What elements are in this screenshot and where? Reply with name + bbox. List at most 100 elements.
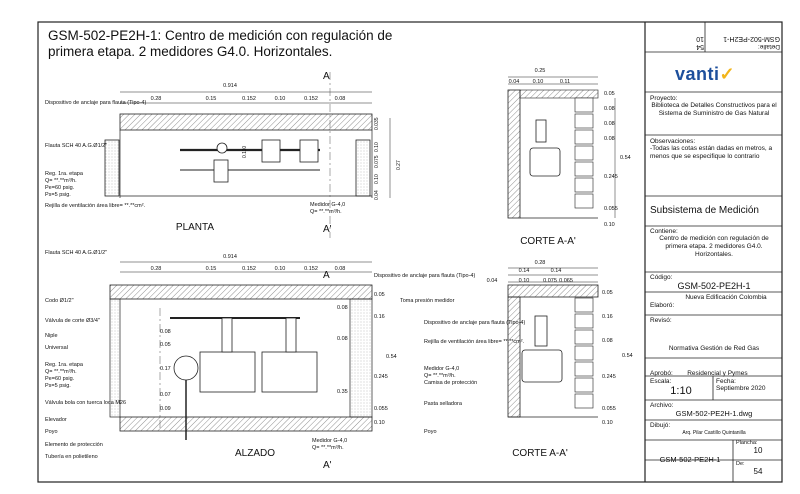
vanti-logo: vanti✓ [675,64,736,84]
svg-text:0.10: 0.10 [602,420,613,426]
aprobo-section: Aprobó: Residencial y Pymes [650,362,778,380]
svg-text:0.54: 0.54 [622,353,633,359]
svg-text:Ps=5 psig.: Ps=5 psig. [45,383,71,389]
escala-label: Escala: [650,378,672,385]
label-medidor-section: Medidor G-4,0 [424,366,459,372]
dim-seg-6: 0.08 [335,96,346,102]
svg-text:0.055: 0.055 [602,406,616,412]
section-marker-aprime-elev: A' [323,460,332,471]
svg-text:0.35: 0.35 [337,389,348,395]
contiene-value: Centro de medición con regulación de pri… [659,235,769,258]
svg-text:0.08: 0.08 [604,121,615,127]
archivo-section: Archivo: GSM-502-PE2H-1.dwg [650,402,778,418]
svg-text:0.075: 0.075 [543,278,557,284]
label-tuberia: Tubería en polietileno [45,454,98,460]
plan-vertical-dims: 0.035 0.10 0.075 0.10 0.27 0.04 0.110 [242,117,402,200]
label-camisa: Camisa de protección [424,380,477,386]
label-reg-plan: Reg. 1ra. etapa [45,171,84,177]
dim-side-top: 0.25 [535,68,546,74]
svg-text:0.16: 0.16 [374,314,385,320]
svg-text:0.05: 0.05 [160,342,171,348]
svg-text:0.05: 0.05 [604,91,615,97]
dim-side-top2: 0.28 [535,260,546,266]
svg-text:0.075: 0.075 [374,155,380,168]
svg-text:0.04: 0.04 [374,190,380,200]
label-universal: Universal [45,345,68,351]
section-top-view [507,76,616,219]
label-elemento-proteccion: Elemento de protección [45,442,103,448]
plan-view-title: PLANTA [176,222,214,233]
svg-text:0.055: 0.055 [374,406,388,412]
svg-text:0.28: 0.28 [151,266,162,272]
dim-seg-4: 0.10 [275,96,286,102]
fecha-section: Fecha: Septiembre 2020 [716,378,780,393]
fecha-label: Fecha: [716,378,736,385]
label-flauta-elev: Flauta SCH 40 A.G.Ø1/2" [45,250,107,256]
codigo-section: Código: GSM-502-PE2H-1 [650,274,778,291]
archivo-label: Archivo: [650,402,674,409]
subsistema-title: Subsistema de Medición [650,205,759,216]
observaciones-value: -Todas las cotas están dadas en metros, … [650,145,773,160]
elaboro-section: Elaboró: Nueva Edificación Colombia [650,294,778,312]
section-top-right-dims: 0.05 0.08 0.08 0.08 0.54 0.245 0.055 0.1… [604,91,631,228]
svg-text:0.110: 0.110 [242,146,248,158]
aprobo-value: Residencial y Pymes [687,370,748,377]
label-medidor-plan: Medidor G-4,0 [310,202,345,208]
codigo-value: GSM-502-PE2H-1 [677,281,751,291]
svg-text:0.54: 0.54 [620,155,631,161]
dim-total-width-elev: 0.914 [223,254,237,260]
label-codo: Codo Ø1/2" [45,298,74,304]
section-marker-a-plan: A [323,71,330,82]
svg-text:0.11: 0.11 [560,79,570,85]
svg-text:0.08: 0.08 [337,336,348,342]
footer-plancha: Plancha: 10 [736,440,763,455]
svg-text:0.08: 0.08 [604,136,615,142]
label-valvula-bola: Válvula bola con tuerca loca M26 [45,400,126,406]
svg-text:0.09: 0.09 [160,406,171,412]
title-block-grid [645,22,782,482]
label-ps-plan: Ps=5 psig. [45,192,71,198]
dim-seg-5: 0.152 [304,96,318,102]
contiene-section: Contiene: Centro de medición con regulac… [650,228,778,259]
svg-text:0.08: 0.08 [337,305,348,311]
label-poyo-section: Poyo [424,429,437,435]
label-anclaje-elev: Dispositivo de anclaje para flauta (Tipo… [374,273,475,279]
svg-text:0.10: 0.10 [374,142,380,152]
svg-text:0.10: 0.10 [604,222,615,228]
plan-view [104,72,391,238]
svg-text:0.035: 0.035 [374,117,380,130]
section-bottom-title: CORTE A-A' [512,448,568,459]
footer-code: GSM-502-PE2H-1 [659,455,721,464]
svg-text:0.14: 0.14 [519,268,530,274]
elev-left-dims: 0.08 0.05 0.17 0.07 0.09 [160,329,171,412]
archivo-value: GSM-502-PE2H-1.dwg [675,409,753,418]
escala-section: Escala: 1:10 [650,378,712,397]
label-q-plan: Q= **.**m³/h. [45,178,77,184]
sheet-title: GSM-502-PE2H-1: Centro de medición con r… [48,28,393,59]
plancha-rotated-block: 54 10 [648,24,704,50]
observaciones-section: Observaciones: -Todas las cotas están da… [650,138,778,161]
svg-text:0.14: 0.14 [551,268,562,274]
svg-text:0.245: 0.245 [604,174,618,180]
svg-text:0.04: 0.04 [487,278,498,284]
label-elevador: Elevador [45,417,67,423]
section-marker-a-elev: A [323,270,330,281]
label-poyo: Poyo [45,429,58,435]
svg-text:0.08: 0.08 [604,106,615,112]
footer-de: De: 54 [736,461,763,476]
label-pasta: Pasta selladora [424,401,463,407]
de-num-rotated: 54 [696,43,704,50]
svg-text:0.05: 0.05 [602,290,613,296]
fecha-value: Septiembre 2020 [716,385,766,392]
dim-total-width-plan: 0.914 [223,83,237,89]
label-toma-presion: Toma presión medidor [400,298,455,304]
svg-text:0.10: 0.10 [374,174,380,184]
detalle-code: GSM-502-PE2H-1 [723,35,780,42]
reviso-label: Revisó: [650,317,672,324]
svg-text:0.27: 0.27 [396,160,402,170]
codigo-label: Código: [650,274,673,281]
svg-text:0.245: 0.245 [374,374,388,380]
svg-text:0.10: 0.10 [533,79,544,85]
label-medidor-q-plan: Q= **.**m³/h. [310,209,342,215]
svg-text:0.065: 0.065 [559,278,573,284]
